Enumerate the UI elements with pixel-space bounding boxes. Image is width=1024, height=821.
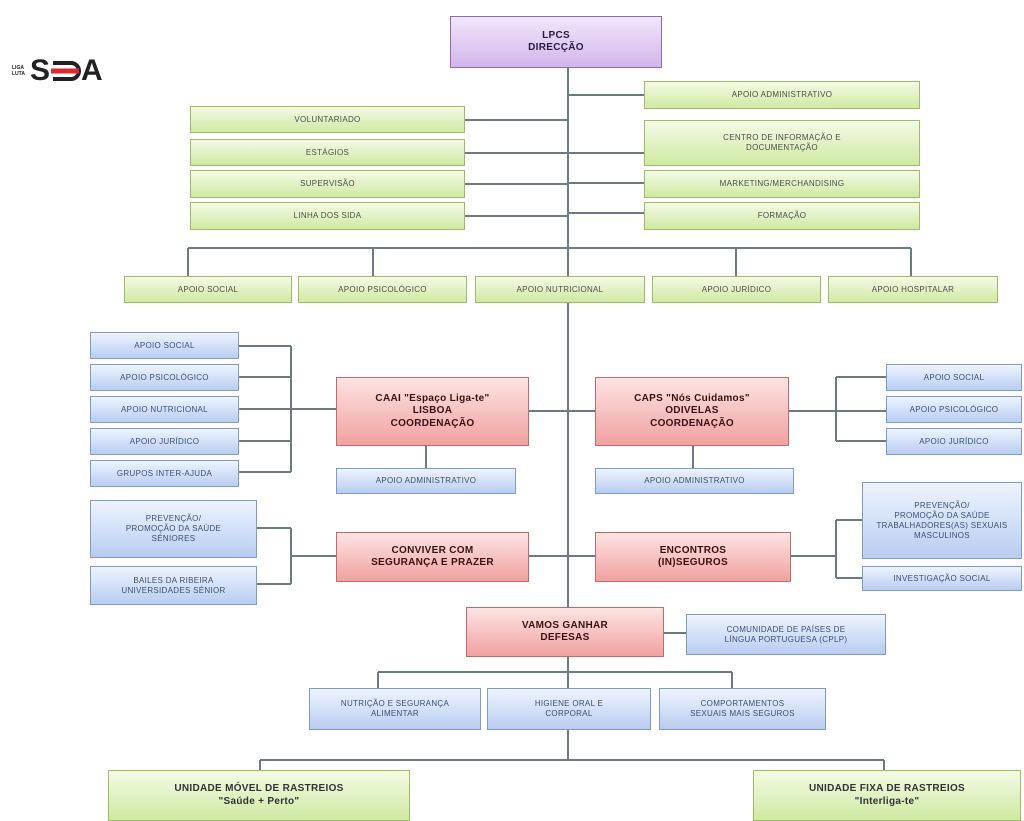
box-bailes-ribeira: BAILES DA RIBEIRA UNIVERSIDADES SÉNIOR xyxy=(90,566,257,605)
box-comportamentos: COMPORTAMENTOS SEXUAIS MAIS SEGUROS xyxy=(659,688,826,730)
logo-small-text: LIGA LUTA xyxy=(12,65,25,77)
logo-wordmark: S A xyxy=(30,54,104,88)
box-estagios: ESTÁGIOS xyxy=(190,139,465,166)
box-caps-odivelas: CAPS "Nós Cuidamos" ODIVELAS COORDENAÇÃO xyxy=(595,377,789,446)
box-unidade-movel: UNIDADE MÓVEL DE RASTREIOS "Saúde + Pert… xyxy=(108,770,410,821)
box-linha-sida: LINHA DOS SIDA xyxy=(190,202,465,230)
logo-letter-s: S xyxy=(29,54,51,87)
box-caai-apoio-social: APOIO SOCIAL xyxy=(90,332,239,359)
box-apoio-social-top: APOIO SOCIAL xyxy=(124,276,292,303)
logo-small-bottom: LUTA xyxy=(12,71,25,77)
box-caps-apoio-juridico: APOIO JURÍDICO xyxy=(886,428,1022,455)
logo-small-top: LIGA xyxy=(12,65,24,71)
box-centro-informacao: CENTRO DE INFORMAÇÃO E DOCUMENTAÇÃO xyxy=(644,120,920,166)
box-nutricao-seguranca: NUTRIÇÃO E SEGURANÇA ALIMENTAR xyxy=(309,688,481,730)
box-direccao: LPCS DIRECÇÃO xyxy=(450,16,662,68)
box-marketing: MARKETING/MERCHANDISING xyxy=(644,170,920,198)
box-apoio-nutricional-top: APOIO NUTRICIONAL xyxy=(475,276,645,303)
box-prevencao-seniores: PREVENÇÃO/ PROMOÇÃO DA SAÚDE SÉNIORES xyxy=(90,500,257,558)
box-grupos-inter-ajuda: GRUPOS INTER-AJUDA xyxy=(90,460,239,487)
box-conviver: CONVIVER COM SEGURANÇA E PRAZER xyxy=(336,532,529,582)
logo-letter-a: A xyxy=(80,54,104,87)
box-unidade-fixa: UNIDADE FIXA DE RASTREIOS "Interliga-te" xyxy=(753,770,1021,821)
sida-logo: LIGA LUTA S A xyxy=(12,54,104,88)
box-higiene: HIGIENE ORAL E CORPORAL xyxy=(487,688,651,730)
box-formacao: FORMAÇÃO xyxy=(644,202,920,230)
box-investigacao-social: INVESTIGAÇÃO SOCIAL xyxy=(862,566,1022,591)
box-supervisao: SUPERVISÃO xyxy=(190,170,465,198)
box-caps-apoio-psicologico: APOIO PSICOLÓGICO xyxy=(886,396,1022,423)
box-encontros: ENCONTROS (IN)SEGUROS xyxy=(595,532,791,582)
box-prevencao-trabalhadores: PREVENÇÃO/ PROMOÇÃO DA SAÚDE TRABALHADOR… xyxy=(862,482,1022,559)
box-apoio-hospitalar-top: APOIO HOSPITALAR xyxy=(828,276,998,303)
box-caai-lisboa: CAAI "Espaço Liga-te" LISBOA COORDENAÇÃO xyxy=(336,377,529,446)
box-apoio-psicologico-top: APOIO PSICOLÓGICO xyxy=(298,276,467,303)
box-caai-apoio-juridico: APOIO JURÍDICO xyxy=(90,428,239,455)
box-caai-apoio-nutricional: APOIO NUTRICIONAL xyxy=(90,396,239,423)
box-vamos-ganhar-defesas: VAMOS GANHAR DEFESAS xyxy=(466,607,664,657)
box-voluntariado: VOLUNTARIADO xyxy=(190,106,465,133)
box-cplp: COMUNIDADE DE PAÍSES DE LÍNGUA PORTUGUES… xyxy=(686,614,886,655)
box-caps-apoio-administrativo: APOIO ADMINISTRATIVO xyxy=(595,468,794,494)
box-caps-apoio-social: APOIO SOCIAL xyxy=(886,364,1022,391)
box-caai-apoio-psicologico: APOIO PSICOLÓGICO xyxy=(90,364,239,391)
box-apoio-juridico-top: APOIO JURÍDICO xyxy=(652,276,821,303)
box-apoio-administrativo: APOIO ADMINISTRATIVO xyxy=(644,81,920,109)
box-caai-apoio-administrativo: APOIO ADMINISTRATIVO xyxy=(336,468,516,494)
logo-ribbon-icon xyxy=(50,61,81,81)
